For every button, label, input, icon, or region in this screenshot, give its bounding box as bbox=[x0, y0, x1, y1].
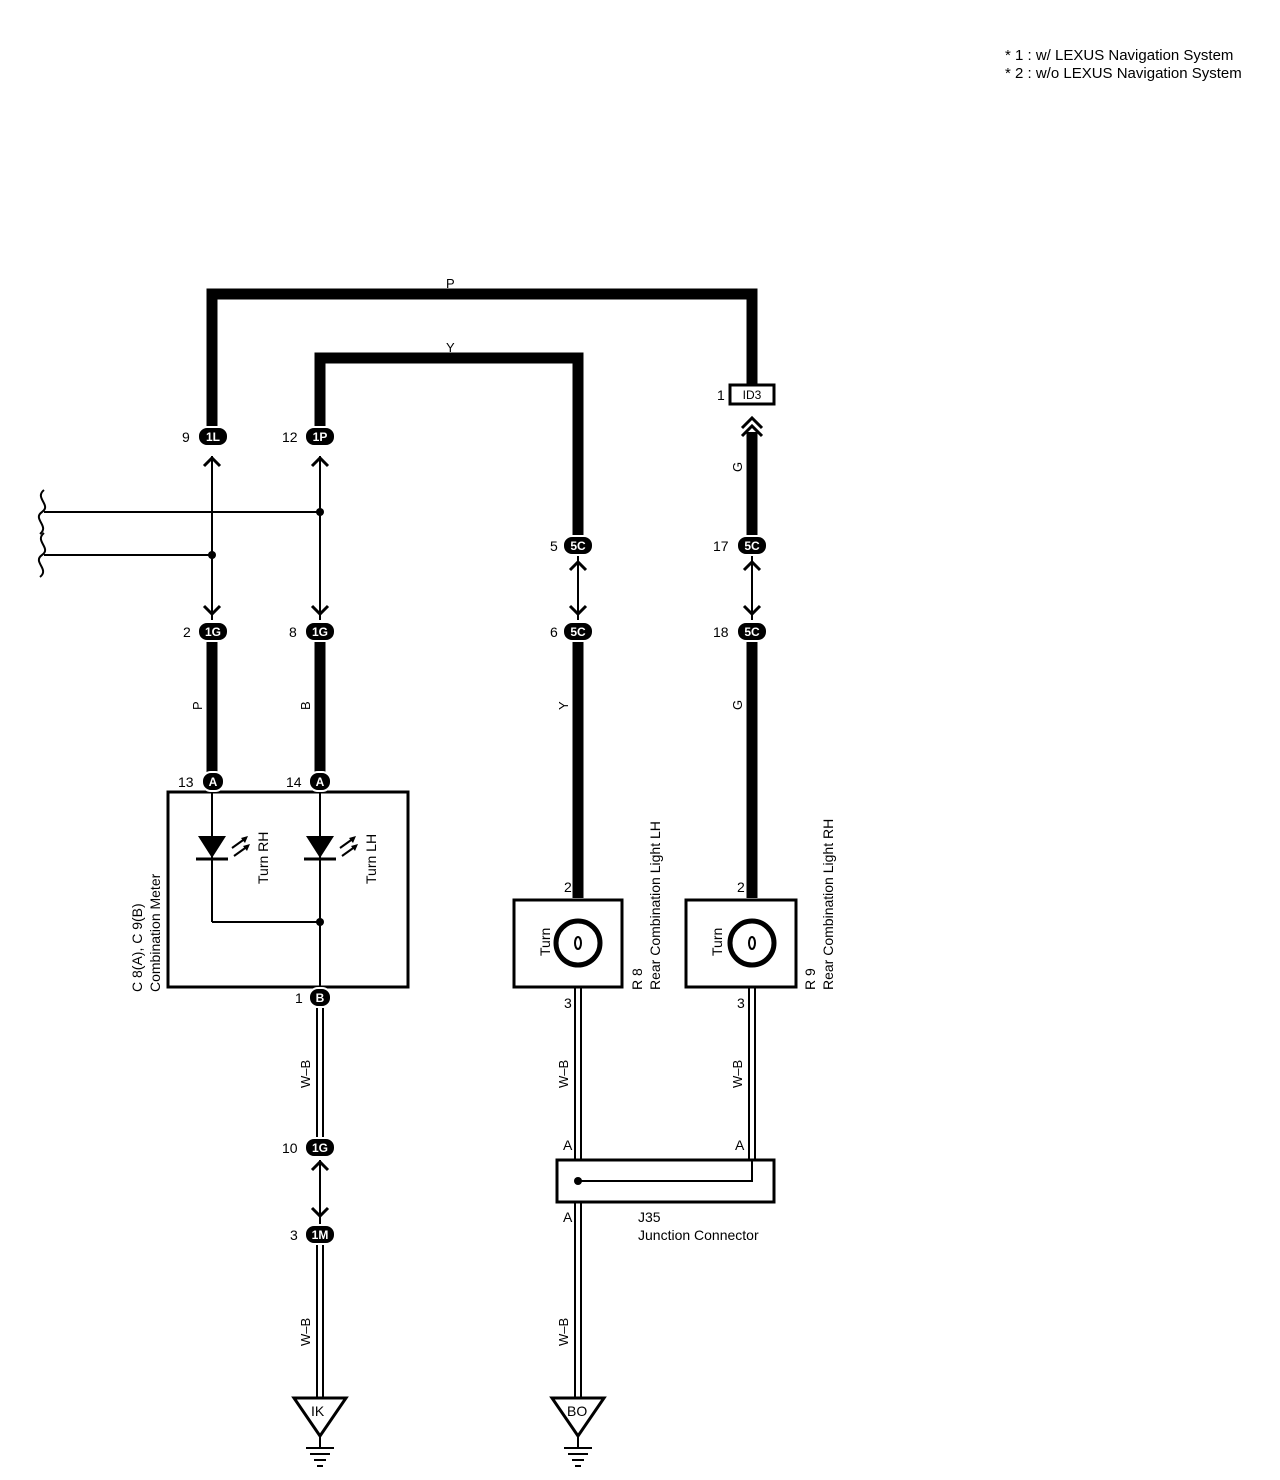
svg-text:1P: 1P bbox=[313, 430, 328, 444]
ground-bo-icon bbox=[549, 1396, 607, 1467]
wire-y-top bbox=[314, 352, 584, 537]
led-turn-lh-icon bbox=[304, 836, 358, 861]
rear-combination-light-lh-box bbox=[512, 898, 624, 989]
ground-bo-label: BO bbox=[567, 1403, 587, 1419]
svg-text:5C: 5C bbox=[744, 539, 760, 553]
svg-text:B: B bbox=[316, 991, 325, 1005]
wire-label-wb-meter: W–B bbox=[298, 1060, 313, 1088]
connector-1m: 1M bbox=[304, 1224, 336, 1245]
connector-1p: 1P bbox=[304, 426, 336, 447]
turn-rh-label: Turn RH bbox=[255, 832, 271, 884]
splice-dot bbox=[208, 551, 216, 559]
svg-text:A: A bbox=[209, 775, 218, 789]
lamp-rh-code: R 9 bbox=[802, 968, 818, 990]
junction-pin-a-right: A bbox=[735, 1137, 745, 1153]
splice-dot bbox=[316, 508, 324, 516]
ground-ik-label: IK bbox=[311, 1403, 325, 1419]
connector-5c-lower-left-pin: 6 bbox=[550, 624, 558, 640]
meter-terminal-b1: B bbox=[308, 987, 332, 1008]
connector-1l: 1L bbox=[197, 426, 229, 447]
break-mark bbox=[37, 489, 47, 535]
meter-terminal-a13: A bbox=[201, 771, 225, 792]
svg-text:5C: 5C bbox=[744, 625, 760, 639]
wire-label-p-top: P bbox=[446, 276, 455, 291]
connector-1g-right: 1G bbox=[304, 621, 336, 642]
svg-text:A: A bbox=[316, 775, 325, 789]
svg-text:1G: 1G bbox=[312, 1141, 328, 1155]
svg-text:5C: 5C bbox=[570, 539, 586, 553]
wire-label-g-upper: G bbox=[730, 462, 745, 472]
connector-5c-upper-left-pin: 5 bbox=[550, 538, 558, 554]
connector-1g-left: 1G bbox=[197, 621, 229, 642]
junction-pin-a-bottom: A bbox=[563, 1209, 573, 1225]
connector-1g-lower: 1G bbox=[304, 1137, 336, 1158]
meter-terminal-a14: A bbox=[308, 771, 332, 792]
lamp-lh-name: Rear Combination Light LH bbox=[647, 821, 663, 990]
svg-text:1G: 1G bbox=[205, 625, 221, 639]
connector-id3-pin: 1 bbox=[717, 387, 725, 403]
svg-text:1L: 1L bbox=[206, 430, 220, 444]
wire-label-y-top: Y bbox=[446, 340, 455, 355]
junction-pin-a-left: A bbox=[563, 1137, 573, 1153]
connector-chevrons bbox=[202, 415, 764, 1219]
turn-lh-label: Turn LH bbox=[363, 834, 379, 884]
connector-1p-pin: 12 bbox=[282, 429, 298, 445]
junction-bus bbox=[578, 1160, 753, 1182]
wire-label-wb-ground-right: W–B bbox=[556, 1318, 571, 1346]
wire-label-wb-r9: W–B bbox=[730, 1060, 745, 1088]
connector-5c-lower-right: 5C bbox=[736, 621, 768, 642]
connector-5c-upper-right-pin: 17 bbox=[713, 538, 729, 554]
note-navigation-with: * 1 : w/ LEXUS Navigation System bbox=[1005, 47, 1233, 64]
meter-code-label: C 8(A), C 9(B) bbox=[129, 903, 145, 992]
ground-ik-icon bbox=[291, 1396, 349, 1467]
splice-dot bbox=[316, 918, 324, 926]
connector-1g-left-pin: 2 bbox=[183, 624, 191, 640]
connector-1g-right-pin: 8 bbox=[289, 624, 297, 640]
svg-text:ID3: ID3 bbox=[743, 388, 762, 402]
bulb-lh-icon bbox=[553, 918, 603, 968]
lamp-lh-code: R 8 bbox=[629, 968, 645, 990]
lamp-rh-name: Rear Combination Light RH bbox=[820, 819, 836, 990]
connector-5c-upper-left: 5C bbox=[562, 535, 594, 556]
connector-1g-lower-pin: 10 bbox=[282, 1140, 298, 1156]
connector-1l-pin: 9 bbox=[182, 429, 190, 445]
connector-5c-upper-right: 5C bbox=[736, 535, 768, 556]
junction-name: Junction Connector bbox=[638, 1227, 759, 1243]
wire-label-y-lower: Y bbox=[556, 701, 571, 710]
note-navigation-without: * 2 : w/o LEXUS Navigation System bbox=[1005, 65, 1242, 82]
lamp-lh-turn-label: Turn bbox=[537, 928, 553, 956]
wire-label-p-lower: P bbox=[190, 701, 205, 710]
svg-text:1M: 1M bbox=[312, 1228, 329, 1242]
lamp-rh-pin-3: 3 bbox=[737, 995, 745, 1011]
lamp-rh-turn-label: Turn bbox=[709, 928, 725, 956]
junction-connector-box bbox=[555, 1158, 776, 1204]
wire-label-g-lower: G bbox=[730, 700, 745, 710]
meter-terminal-a14-pin: 14 bbox=[286, 774, 302, 790]
break-mark bbox=[37, 532, 47, 578]
meter-terminal-b1-pin: 1 bbox=[295, 990, 303, 1006]
led-turn-rh-icon bbox=[196, 836, 250, 861]
meter-name-label: Combination Meter bbox=[147, 873, 163, 992]
lamp-lh-pin-3: 3 bbox=[564, 995, 572, 1011]
wire-label-b-lower: B bbox=[298, 701, 313, 710]
connector-id3: ID3 bbox=[728, 383, 776, 406]
connector-1m-pin: 3 bbox=[290, 1227, 298, 1243]
lamp-lh-pin-2: 2 bbox=[564, 879, 572, 895]
junction-code: J35 bbox=[638, 1209, 661, 1225]
wire-p-top bbox=[206, 288, 758, 432]
combination-meter-box bbox=[166, 790, 410, 989]
connector-5c-lower-left: 5C bbox=[562, 621, 594, 642]
splice-dot bbox=[574, 1177, 582, 1185]
bulb-rh-icon bbox=[727, 918, 777, 968]
connector-5c-lower-right-pin: 18 bbox=[713, 624, 729, 640]
wire-label-wb-r8: W–B bbox=[556, 1060, 571, 1088]
lamp-rh-pin-2: 2 bbox=[737, 879, 745, 895]
rear-combination-light-rh-box bbox=[684, 898, 798, 989]
svg-text:1G: 1G bbox=[312, 625, 328, 639]
svg-text:5C: 5C bbox=[570, 625, 586, 639]
meter-terminal-a13-pin: 13 bbox=[178, 774, 194, 790]
wire-label-wb-ground-left: W–B bbox=[298, 1318, 313, 1346]
